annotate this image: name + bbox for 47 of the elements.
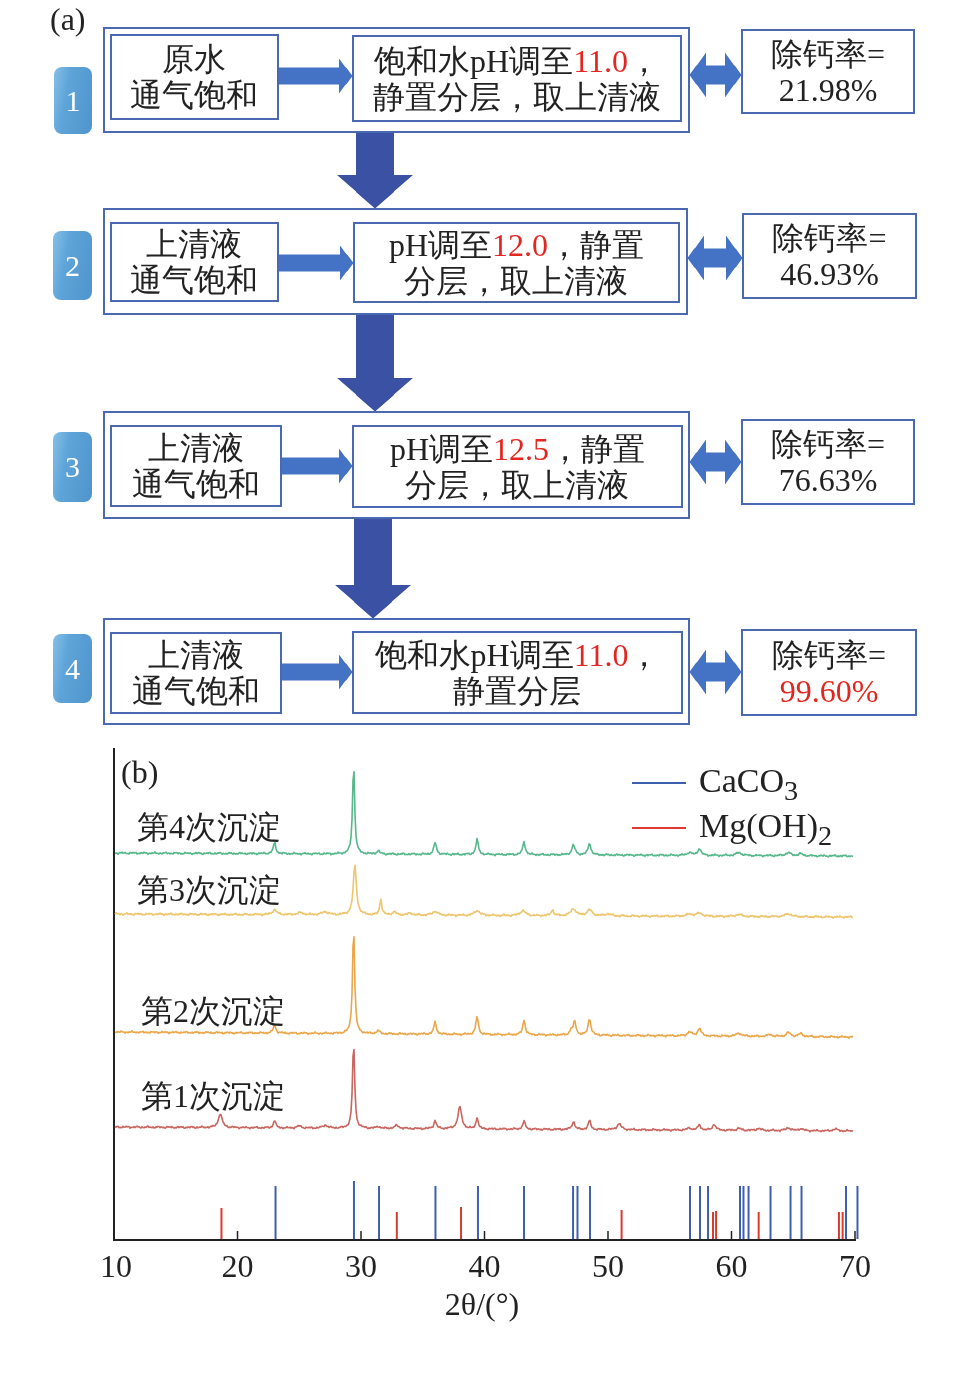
process-box: 上清液通气饱和 (110, 222, 279, 302)
tick-label: 70 (839, 1248, 871, 1285)
block-arrow (282, 448, 352, 484)
panel-label: (a) (50, 1, 86, 38)
process-box: 上清液通气饱和 (110, 425, 282, 507)
process-box: 饱和水pH调至11.0，静置分层 (352, 631, 683, 714)
tick-label: 30 (345, 1248, 377, 1285)
result-box: 除钙率=99.60% (741, 629, 917, 716)
result-box: 除钙率=76.63% (741, 419, 915, 505)
block-arrow (282, 654, 352, 690)
curve-label: 第3次沉淀 (137, 872, 281, 909)
tick-label: 50 (592, 1248, 624, 1285)
curve-label: 第1次沉淀 (141, 1078, 285, 1115)
step-panel (103, 208, 688, 315)
block-arrow (337, 315, 413, 411)
double-headed-arrow (690, 439, 741, 485)
curve-label: 第4次沉淀 (137, 809, 281, 846)
tick-label: 60 (715, 1248, 748, 1285)
result-box: 除钙率=46.93% (742, 213, 917, 299)
process-box: 原水通气饱和 (110, 34, 279, 120)
legend-label: CaCO$_{3}$ (699, 761, 799, 808)
double-headed-arrow (688, 235, 742, 281)
result-box: 除钙率=21.98% (741, 29, 915, 114)
axis-title: 2θ/(°) (444, 1286, 520, 1323)
step-number-tile: 2 (53, 231, 92, 300)
process-box: pH调至12.0，静置分层，取上清液 (353, 222, 680, 303)
block-arrow (337, 133, 413, 208)
double-headed-arrow (690, 52, 741, 98)
step-panel (103, 27, 690, 133)
tick-label: 40 (468, 1248, 501, 1285)
tick-label: 20 (221, 1248, 254, 1285)
panel-label: (b) (121, 754, 159, 791)
process-box: 饱和水pH调至11.0，静置分层，取上清液 (352, 35, 682, 122)
process-box: 上清液通气饱和 (110, 632, 282, 714)
step-panel (103, 411, 690, 519)
block-arrow (335, 519, 411, 618)
step-number-tile: 3 (53, 432, 92, 502)
legend-label: Mg(OH)$_{2}$ (699, 806, 833, 853)
step-number-tile: 1 (54, 67, 92, 134)
block-arrow (279, 58, 352, 94)
block-arrow (279, 245, 353, 281)
step-number-tile: 4 (53, 634, 92, 703)
process-box: pH调至12.5，静置分层，取上清液 (352, 425, 683, 508)
double-headed-arrow (690, 649, 741, 695)
curve-label: 第2次沉淀 (141, 993, 285, 1030)
tick-label: 10 (100, 1248, 132, 1285)
step-panel (103, 618, 690, 725)
